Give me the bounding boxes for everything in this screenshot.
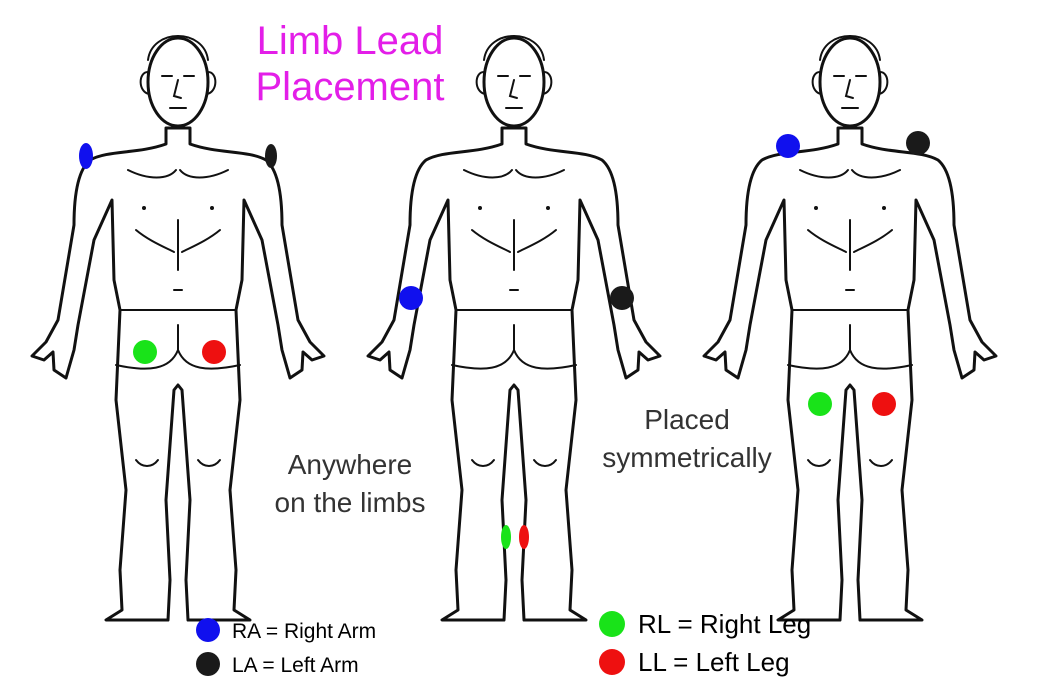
figure-1 (30, 34, 326, 622)
electrode-ll-fig3 (872, 392, 896, 416)
legend-rl-dot (599, 611, 625, 637)
title-line-2: Placement (256, 65, 445, 109)
figure-3 (702, 34, 998, 622)
legend-ll-dot (599, 649, 625, 675)
electrode-ra-fig2 (399, 286, 423, 310)
annotation-placed-line-1: Placed (644, 404, 730, 435)
figure-2 (366, 34, 662, 622)
legend-ll-label: LL = Left Leg (638, 647, 790, 677)
electrode-ra-fig3 (776, 134, 800, 158)
electrode-la-fig2 (610, 286, 634, 310)
annotation-anywhere-line-2: on the limbs (275, 487, 426, 518)
legend-rl-label: RL = Right Leg (638, 609, 811, 639)
legend-ra-dot (196, 618, 220, 642)
annotation-placed-line-2: symmetrically (602, 442, 772, 473)
legend-ra-label: RA = Right Arm (232, 620, 376, 643)
electrode-rl-fig1 (133, 340, 157, 364)
title-line-1: Limb Lead (257, 19, 444, 63)
electrode-ll-fig1 (202, 340, 226, 364)
electrode-la-fig1 (265, 144, 277, 168)
electrode-la-fig3 (906, 131, 930, 155)
legend-la-dot (196, 652, 220, 676)
electrode-ll-fig2 (519, 525, 529, 549)
annotation-anywhere-line-1: Anywhere (288, 449, 413, 480)
electrode-rl-fig2 (501, 525, 511, 549)
legend: RA = Right Arm LA = Left Arm RL = Right … (196, 609, 811, 677)
electrode-ra-fig1 (79, 143, 93, 169)
legend-la-label: LA = Left Arm (232, 654, 359, 677)
electrode-rl-fig3 (808, 392, 832, 416)
